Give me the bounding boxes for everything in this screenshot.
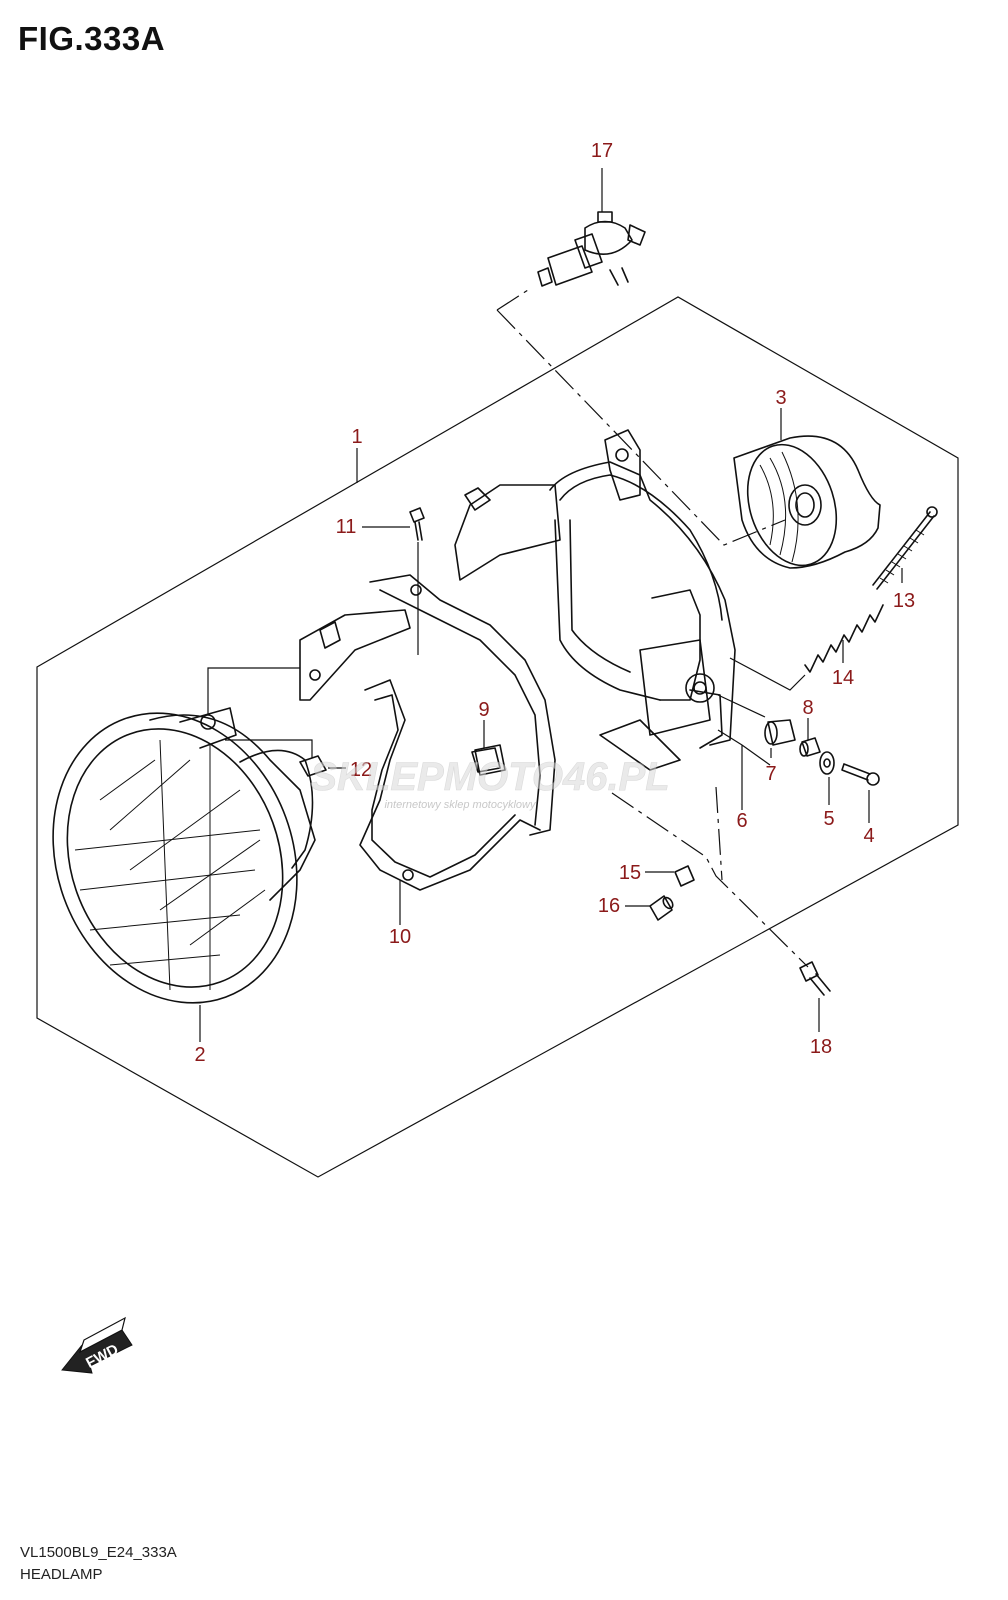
housing-bracket-part[interactable] (454, 429, 736, 771)
collar-part-8[interactable] (799, 737, 821, 757)
mounting-bracket-part[interactable] (299, 574, 556, 891)
nut-part-15[interactable] (674, 865, 695, 887)
section-name: HEADLAMP (20, 1566, 103, 1583)
assembly-frame (36, 296, 959, 1178)
callout-13: 13 (893, 590, 915, 612)
callout-5: 5 (823, 808, 834, 830)
callout-9: 9 (478, 699, 489, 721)
callout-4: 4 (863, 825, 874, 847)
grommet-part-7[interactable] (764, 719, 796, 746)
callout-15: 15 (619, 862, 641, 884)
callout-3: 3 (775, 387, 786, 409)
watermark-main: SKLEPMOTO46.PL (310, 755, 669, 799)
callout-7: 7 (765, 763, 776, 785)
bolt-part-18[interactable] (799, 961, 831, 996)
spring-part[interactable] (804, 604, 884, 673)
callout-6: 6 (736, 810, 747, 832)
figure-title: FIG.333A (18, 20, 166, 57)
bulb-axis-line (496, 289, 786, 546)
callout-14: 14 (832, 667, 854, 689)
fwd-arrow-icon: FWD (61, 1316, 133, 1374)
pivot-axis-line (715, 786, 723, 881)
callout-10: 10 (389, 926, 411, 948)
callout-2: 2 (194, 1044, 205, 1066)
callout-18: 18 (810, 1036, 832, 1058)
screw-axis-line (611, 792, 809, 968)
screw-part-4[interactable] (841, 763, 880, 786)
callout-16: 16 (598, 895, 620, 917)
callout-12: 12 (350, 759, 372, 781)
figure-footer: VL1500BL9_E24_333A HEADLAMP (20, 1542, 177, 1586)
callout-8: 8 (802, 697, 813, 719)
headlamp-lens-part[interactable] (13, 679, 336, 1038)
pin-part-16[interactable] (649, 895, 675, 921)
adjusting-screw-part[interactable] (872, 506, 938, 590)
watermark-sub: internetowy sklep motocyklowy (384, 799, 537, 811)
callout-1: 1 (351, 426, 362, 448)
leader-6 (717, 729, 771, 810)
screw-part-11[interactable] (409, 507, 425, 541)
washer-part-5[interactable] (819, 751, 835, 775)
link-housing-pivot (717, 657, 806, 718)
link-lens-bracket (207, 667, 313, 758)
watermark: SKLEPMOTO46.PL internetowy sklep motocyk… (310, 755, 670, 811)
model-code: VL1500BL9_E24_333A (20, 1544, 177, 1561)
bulb-part[interactable] (537, 211, 646, 287)
callout-17: 17 (591, 140, 613, 162)
nut-part-9[interactable] (471, 747, 501, 773)
rim-shell-part[interactable] (733, 433, 881, 577)
callout-11: 11 (336, 516, 357, 538)
